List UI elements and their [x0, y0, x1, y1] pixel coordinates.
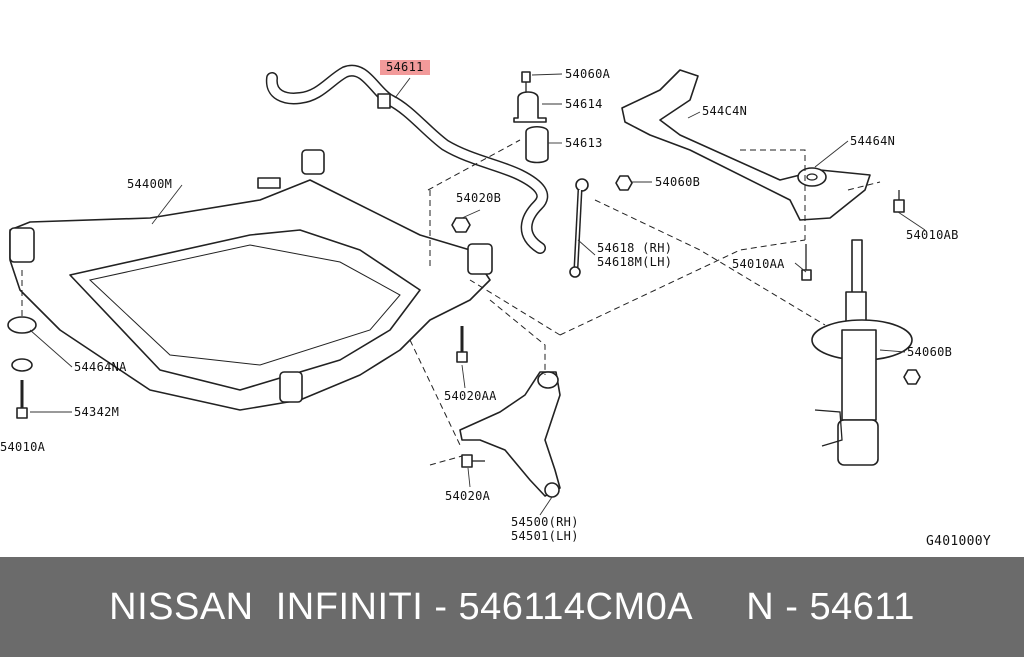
crossmember — [9, 149, 493, 411]
label-54464na[interactable]: 54464NA — [74, 360, 127, 374]
label-54020a[interactable]: 54020A — [445, 489, 491, 503]
label-54501[interactable]: 54501(LH) — [511, 529, 579, 543]
part-number-banner: NISSAN INFINITI - 546114CM0A N - 54611 — [0, 557, 1024, 657]
label-54611[interactable]: 54611 — [380, 60, 430, 75]
nut-54060b — [615, 175, 633, 191]
label-54060a[interactable]: 54060A — [565, 67, 611, 81]
rear-member — [621, 69, 871, 221]
label-54060b-top[interactable]: 54060B — [655, 175, 701, 189]
label-54020b[interactable]: 54020B — [456, 191, 502, 205]
figure-code: G401000Y — [926, 534, 992, 549]
label-54614[interactable]: 54614 — [565, 97, 603, 111]
label-54020aa[interactable]: 54020AA — [444, 389, 497, 403]
nut-54020b — [451, 217, 471, 233]
label-54010ab[interactable]: 54010AB — [906, 228, 959, 242]
label-54618[interactable]: 54618 (RH) — [597, 241, 673, 255]
part-number-text: NISSAN INFINITI - 546114CM0A N - 54611 — [109, 585, 915, 628]
assembly-dashed-lines — [21, 139, 881, 466]
label-54613[interactable]: 54613 — [565, 136, 603, 150]
label-54500[interactable]: 54500(RH) — [511, 515, 579, 529]
bushing-clamp-group — [513, 71, 549, 164]
diagram-drawing — [7, 64, 926, 516]
stabilizer-bar — [265, 64, 549, 254]
mount-insulator-parts — [7, 316, 37, 419]
stabilizer-link — [569, 178, 589, 278]
lower-control-arm — [459, 371, 561, 498]
label-54618m[interactable]: 54618M(LH) — [597, 255, 673, 269]
leader-lines — [29, 73, 926, 516]
label-54464n[interactable]: 54464N — [850, 134, 896, 148]
label-544c4n[interactable]: 544C4N — [702, 104, 748, 118]
bolts-right — [801, 190, 905, 281]
label-54010a[interactable]: 54010A — [0, 440, 46, 454]
label-54342m[interactable]: 54342M — [74, 405, 120, 419]
strut-assembly — [811, 239, 921, 466]
bolts-center — [456, 326, 485, 468]
label-54400m[interactable]: 54400M — [127, 177, 173, 191]
label-54060b-strut[interactable]: 54060B — [907, 345, 953, 359]
label-54010aa[interactable]: 54010AA — [732, 257, 785, 271]
parts-diagram: 54611 54060A 54614 544C4N 54613 54464N 5… — [0, 60, 992, 549]
